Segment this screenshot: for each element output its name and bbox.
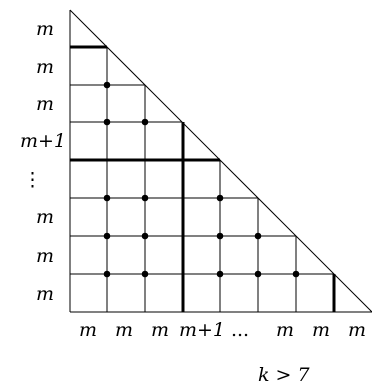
dot (216, 270, 224, 278)
condition-caption: k > 7 (258, 364, 311, 386)
column-labels: m m m m+1 ... m m m (79, 319, 366, 341)
dot (216, 194, 224, 202)
dot (216, 232, 224, 240)
row-label: m+1 (20, 130, 66, 152)
column-label: m (276, 319, 294, 341)
column-label: m (312, 319, 330, 341)
row-labels: m m m m+1 ⋮ m m m (20, 18, 66, 305)
dot (141, 118, 149, 126)
dot (103, 232, 111, 240)
dot (103, 194, 111, 202)
dot (141, 270, 149, 278)
dot (103, 81, 111, 89)
dot (103, 118, 111, 126)
grid-dots (103, 81, 300, 278)
hypotenuse (69, 9, 372, 313)
row-label: m (36, 206, 54, 228)
column-label: m+1 (179, 319, 225, 341)
dot (254, 270, 262, 278)
row-label: m (36, 245, 54, 267)
dot (292, 270, 300, 278)
row-label: m (36, 56, 54, 78)
column-label: m (115, 319, 133, 341)
row-label: m (36, 93, 54, 115)
row-label: m (36, 283, 54, 305)
thick-borders (70, 45, 336, 312)
dot (103, 270, 111, 278)
row-label-vdots: ⋮ (23, 169, 42, 191)
column-label: m (348, 319, 366, 341)
column-label: m (151, 319, 169, 341)
column-label-dots: ... (231, 319, 249, 341)
dot (254, 232, 262, 240)
dot (141, 232, 149, 240)
column-label: m (79, 319, 97, 341)
dot (141, 194, 149, 202)
row-label: m (36, 18, 54, 40)
